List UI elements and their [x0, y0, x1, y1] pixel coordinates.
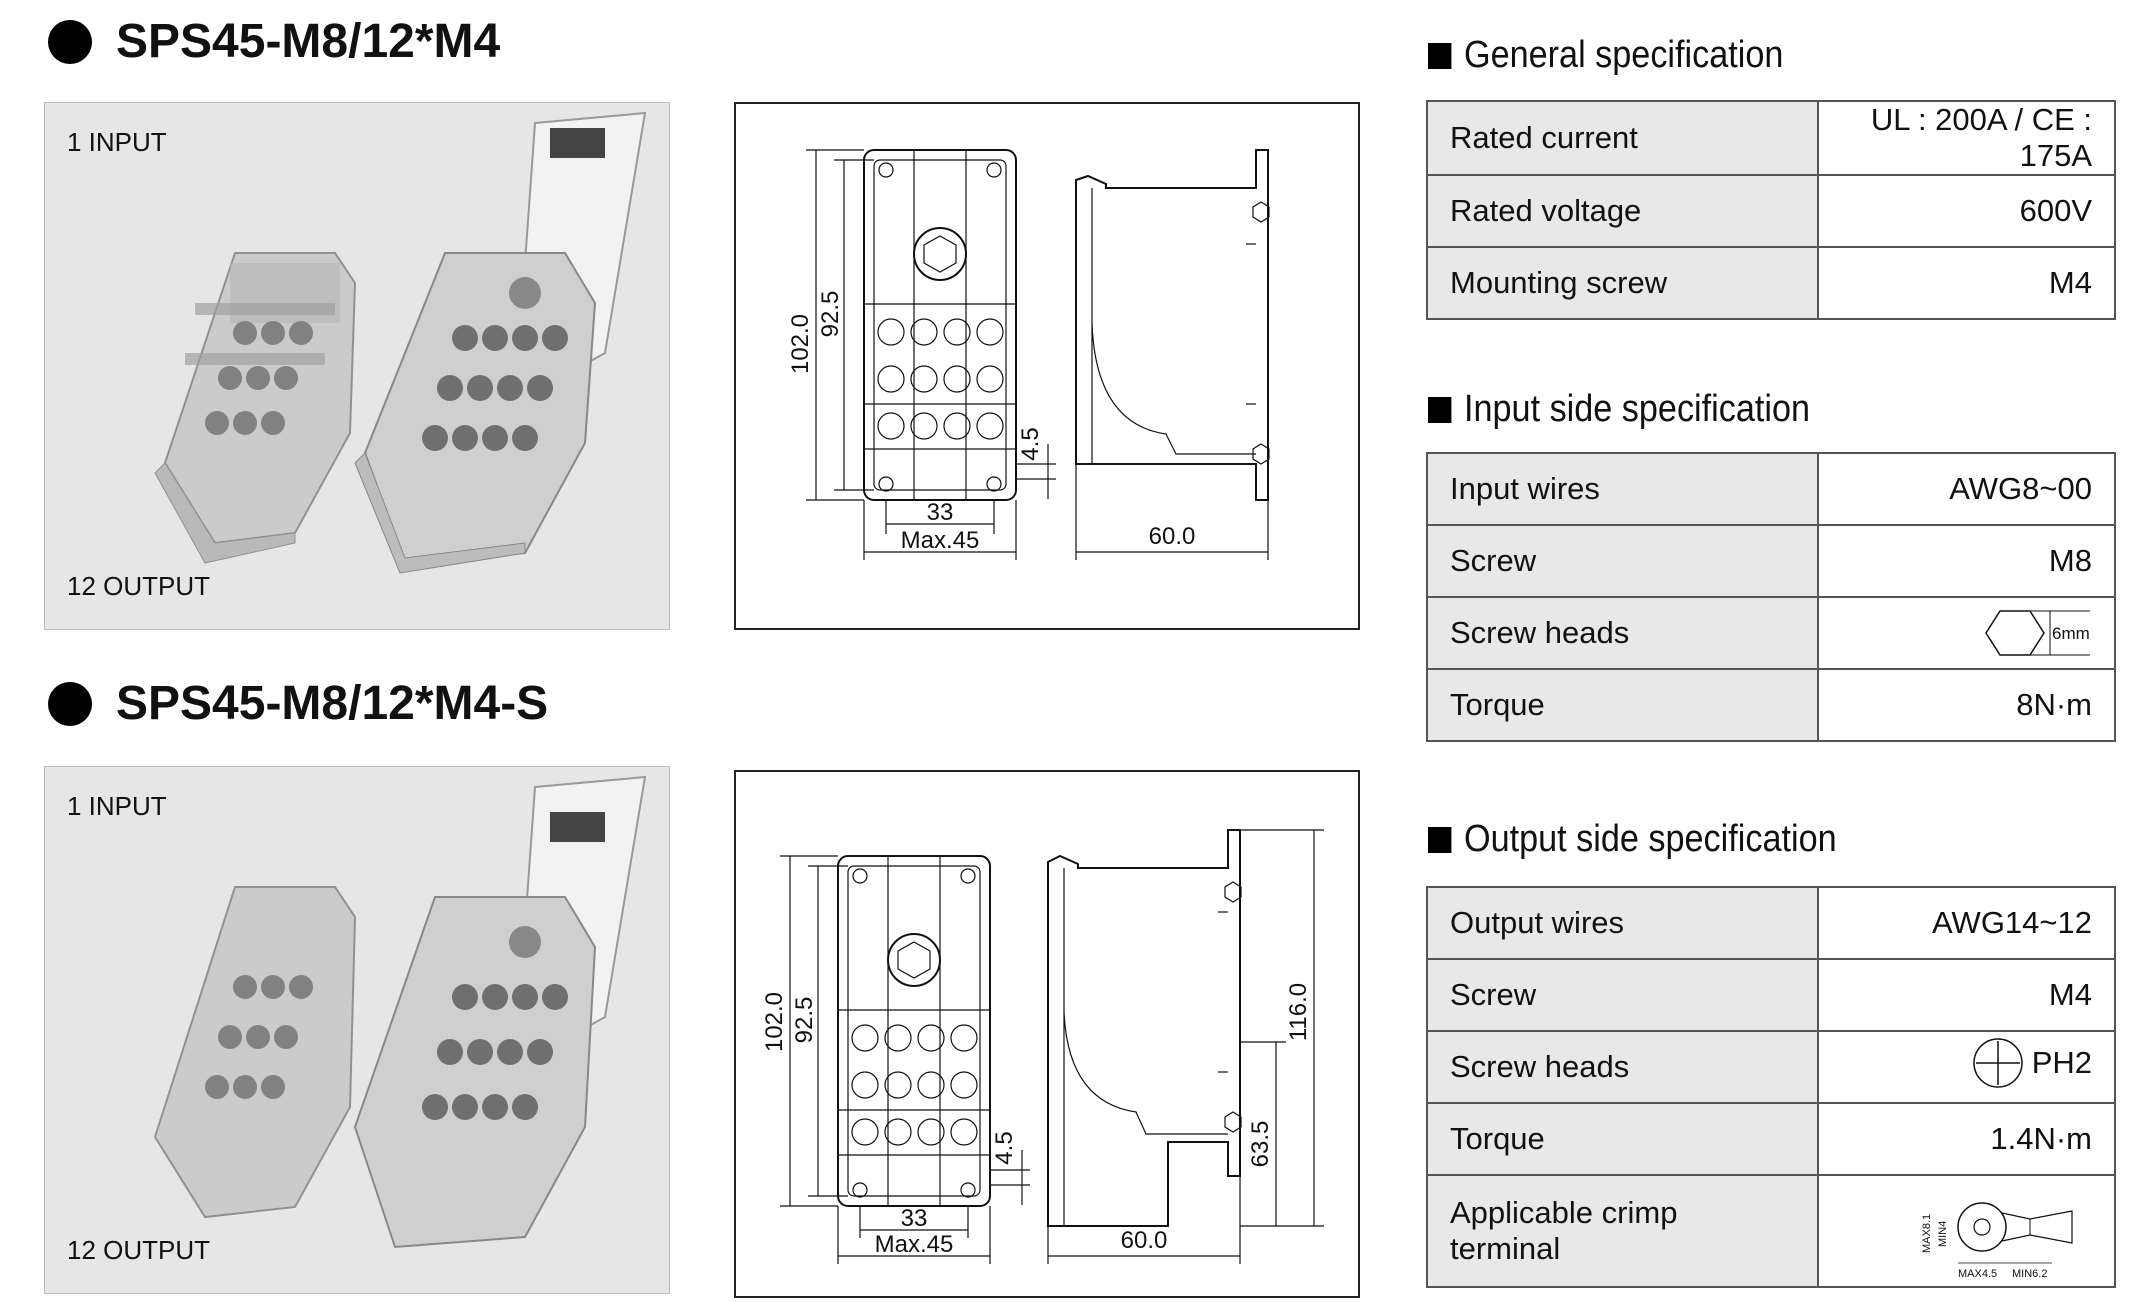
phillips-head-icon [1972, 1038, 2023, 1088]
svg-text:MIN6.2: MIN6.2 [2012, 1268, 2047, 1279]
svg-text:MAX4.5: MAX4.5 [1958, 1268, 1997, 1279]
dim-height-inner: 92.5 [791, 997, 818, 1044]
terminal-block-illustration [154, 111, 647, 574]
bullet-dot [48, 681, 92, 726]
table-row: Screw heads PH2 [1426, 1030, 2116, 1104]
heading-square [1428, 396, 1452, 423]
model-name: SPS45-M8/12*M4-S [116, 677, 549, 730]
dim-height-inner: 92.5 [817, 291, 844, 338]
terminal-block-illustration [153, 775, 647, 1249]
product-photo-2: 1 INPUT 12 OUTPUT [44, 766, 670, 1294]
input-spec-heading: Input side specification [1428, 388, 1810, 431]
output-spec-heading: Output side specification [1428, 818, 1837, 861]
hex-head-icon: 6mm [1985, 610, 2090, 656]
ring-terminal-icon: MAX4.5 MIN6.2 MAX8.1 MIN4 [1921, 1202, 2073, 1280]
dim-width-inner: 33 [927, 499, 954, 526]
svg-text:MAX8.1: MAX8.1 [1921, 1214, 1933, 1253]
dim-depth: 60.0 [1149, 523, 1196, 550]
model-title-1: SPS45-M8/12*M4 [48, 14, 500, 69]
technical-drawing: 102.0 92.5 4.5 33 Max.45 60.0 [787, 149, 1270, 560]
dim-width-inner: 33 [901, 1205, 928, 1232]
dim-width-max: Max.45 [875, 1231, 954, 1258]
output-label: 12 OUTPUT [67, 571, 211, 601]
dim-height-total: 102.0 [761, 992, 788, 1052]
bullet-dot [48, 19, 92, 64]
screw-head-value: PH2 [2031, 1045, 2092, 1080]
dim-height-total: 102.0 [787, 314, 814, 374]
svg-text:MIN4: MIN4 [1937, 1221, 1949, 1247]
dim-offset: 4.5 [991, 1131, 1018, 1164]
heading-square [1428, 826, 1452, 853]
dimension-drawing-1: 102.0 92.5 4.5 33 Max.45 60.0 [734, 102, 1360, 630]
heading-square [1428, 42, 1452, 69]
dimension-drawing-2: 102.0 92.5 4.5 33 Max.45 60.0 116.0 63.5 [734, 770, 1360, 1298]
dim-side-lower: 63.5 [1247, 1121, 1274, 1168]
technical-drawing: 102.0 92.5 4.5 33 Max.45 60.0 116.0 63.5 [761, 829, 1324, 1264]
input-label: 1 INPUT [67, 127, 167, 157]
dim-depth: 60.0 [1121, 1227, 1168, 1254]
hex-size-label: 6mm [2052, 624, 2090, 643]
table-row: Applicable crimp terminal MAX4.5 MIN6.2 … [1426, 1174, 2116, 1288]
dim-side-height: 116.0 [1285, 983, 1312, 1041]
table-row: Screw heads 6mm [1426, 596, 2116, 670]
model-name: SPS45-M8/12*M4 [116, 15, 501, 68]
output-label: 12 OUTPUT [67, 1235, 211, 1265]
input-label: 1 INPUT [67, 791, 167, 821]
model-title-2: SPS45-M8/12*M4-S [48, 676, 548, 731]
product-photo-1: 1 INPUT 12 OUTPUT [44, 102, 670, 630]
general-spec-heading: General specification [1428, 34, 1783, 77]
dim-width-max: Max.45 [901, 527, 980, 554]
dim-offset: 4.5 [1017, 427, 1044, 460]
